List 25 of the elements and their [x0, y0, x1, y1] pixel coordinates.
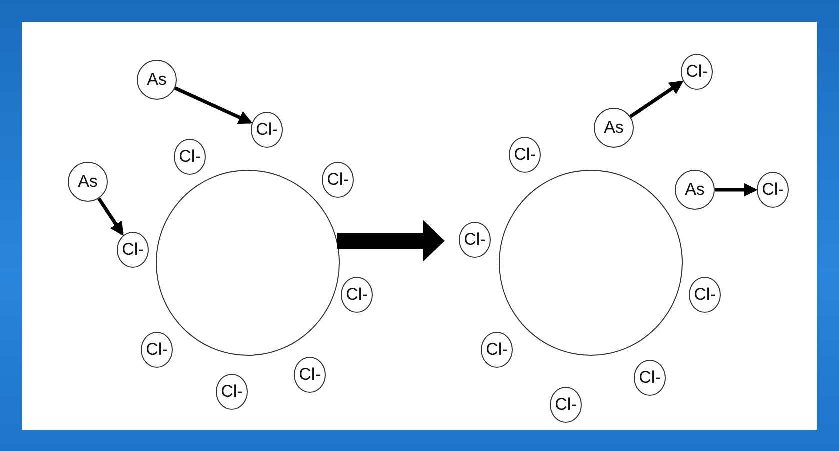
ion-label: Cl-: [346, 285, 368, 305]
ion-label: As: [147, 70, 167, 90]
arrow: [715, 183, 758, 197]
ion-label: Cl-: [179, 147, 201, 167]
ion-label: Cl-: [486, 340, 508, 360]
ion-label: Cl-: [694, 285, 716, 305]
ion-label: As: [685, 180, 705, 200]
ion-label: Cl-: [464, 230, 486, 250]
ion-label: As: [78, 172, 98, 192]
ion-label: Cl-: [221, 382, 243, 402]
ion-label: Cl-: [686, 62, 708, 82]
ion-label: Cl-: [514, 145, 536, 165]
ion-label: Cl-: [327, 170, 349, 190]
arrow: [174, 86, 253, 124]
ion-label: As: [604, 118, 624, 138]
arrow: [630, 80, 684, 118]
ion-label: Cl-: [256, 120, 278, 140]
arrow: [98, 198, 124, 236]
ion-label: Cl-: [762, 180, 784, 200]
block-arrow: [337, 220, 445, 262]
ion-label: Cl-: [122, 240, 144, 260]
ion-label: Cl-: [639, 368, 661, 388]
ion-label: Cl-: [146, 340, 168, 360]
ion-label: Cl-: [555, 395, 577, 415]
ion-label: Cl-: [299, 365, 321, 385]
